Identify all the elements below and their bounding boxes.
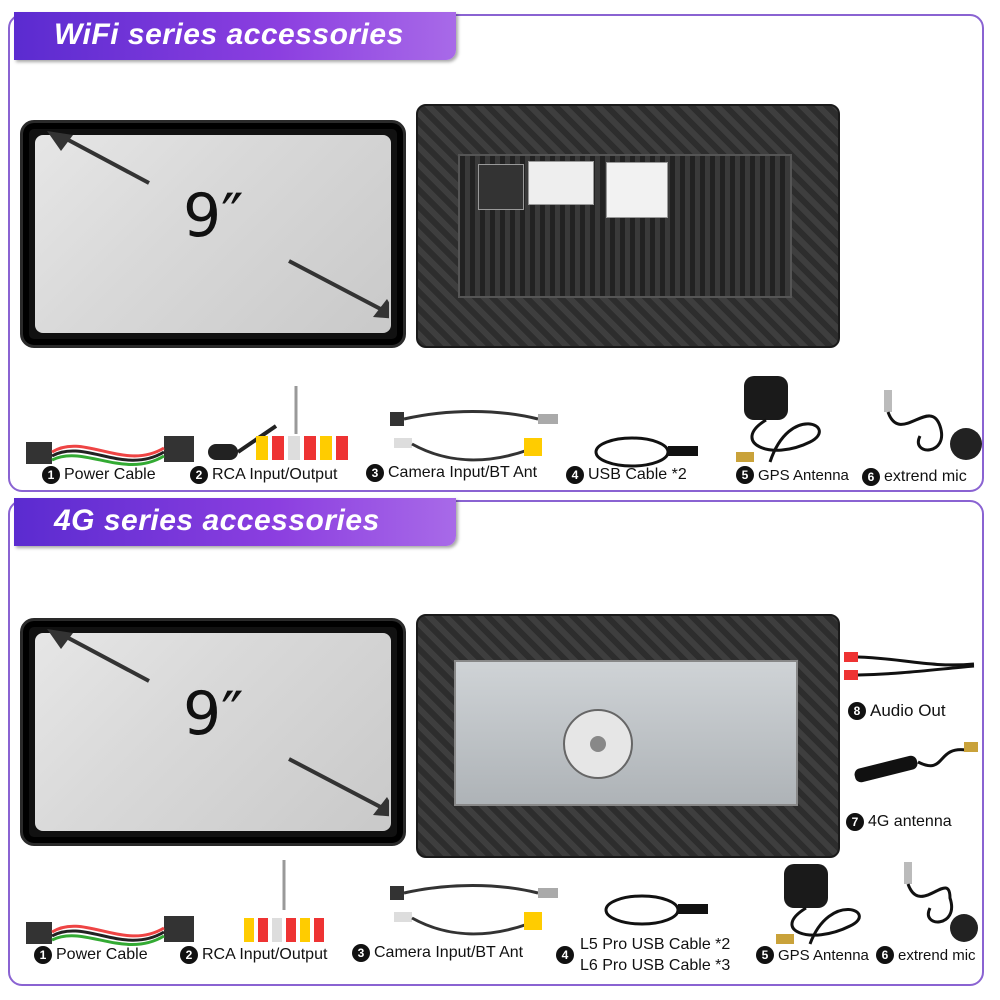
num-badge: 6 — [876, 946, 894, 964]
num-badge: 2 — [190, 466, 208, 484]
audio-out-icon — [844, 652, 975, 680]
num-badge: 2 — [180, 946, 198, 964]
num-badge: 8 — [848, 702, 866, 720]
label-sticker — [528, 161, 594, 205]
g4-title: 4G series accessories — [54, 504, 380, 537]
screen-display — [35, 135, 391, 333]
g4-item-4: 4 — [556, 946, 574, 964]
num-badge: 4 — [566, 466, 584, 484]
power-cable-icon — [26, 916, 194, 946]
arrow-icon — [47, 131, 389, 319]
item-label: L5 Pro USB Cable *2 — [580, 936, 731, 953]
4g-antenna-icon — [854, 742, 978, 783]
num-badge: 5 — [736, 466, 754, 484]
mic-icon — [884, 390, 982, 460]
wifi-section: WiFi series accessories 9″ — [8, 12, 984, 492]
g4-screen-front: 9″ — [20, 618, 406, 846]
camera-cable-icon — [390, 884, 558, 936]
item-label: RCA Input/Output — [212, 466, 338, 483]
screen-size-label: 9″ — [183, 679, 244, 749]
num-badge: 7 — [846, 813, 864, 831]
item-label-2: L6 Pro USB Cable *3 — [580, 957, 731, 974]
num-badge: 4 — [556, 946, 574, 964]
item-label: extrend mic — [898, 946, 976, 964]
wifi-banner: WiFi series accessories — [14, 12, 456, 60]
rca-cable-icon — [208, 386, 348, 460]
item-label: GPS Antenna — [758, 466, 849, 484]
screen-size-label: 9″ — [183, 181, 244, 251]
item-label: Power Cable — [56, 946, 148, 963]
rca-cable-icon — [244, 860, 324, 942]
item-label: Camera Input/BT Ant — [388, 464, 538, 481]
num-badge: 1 — [34, 946, 52, 964]
item-label: Audio Out — [870, 701, 946, 720]
item-label: 4G antenna — [868, 813, 952, 830]
g4-banner: 4G series accessories — [14, 498, 456, 546]
arrow-icon — [47, 629, 389, 817]
power-cable-icon — [26, 436, 194, 466]
item-label: Camera Input/BT Ant — [374, 944, 524, 961]
fan-icon — [563, 709, 633, 779]
num-badge: 5 — [756, 946, 774, 964]
gps-antenna-icon — [736, 376, 821, 463]
gps-antenna-icon — [776, 864, 861, 945]
num-badge: 1 — [42, 466, 60, 484]
wifi-title: WiFi series accessories — [54, 18, 404, 51]
camera-cable-icon — [390, 410, 558, 462]
wifi-screen-front: 9″ — [20, 120, 406, 348]
item-label: Power Cable — [64, 466, 156, 483]
item-label: RCA Input/Output — [202, 946, 328, 963]
g4-item-4-label: L5 Pro USB Cable *2 L6 Pro USB Cable *3 — [580, 934, 730, 976]
item-label: GPS Antenna — [778, 946, 869, 964]
g4-back-panel — [416, 614, 840, 858]
connector-block — [606, 162, 668, 218]
num-badge: 3 — [352, 944, 370, 962]
num-badge: 3 — [366, 464, 384, 482]
item-label: USB Cable *2 — [588, 466, 687, 483]
usb-cable-icon — [594, 436, 698, 468]
screen-display — [35, 633, 391, 831]
usb-cable-icon — [604, 894, 708, 926]
item-label: extrend mic — [884, 468, 967, 485]
mic-icon — [904, 862, 978, 942]
num-badge: 6 — [862, 468, 880, 486]
connector-block — [478, 164, 524, 210]
wifi-back-panel — [416, 104, 840, 348]
